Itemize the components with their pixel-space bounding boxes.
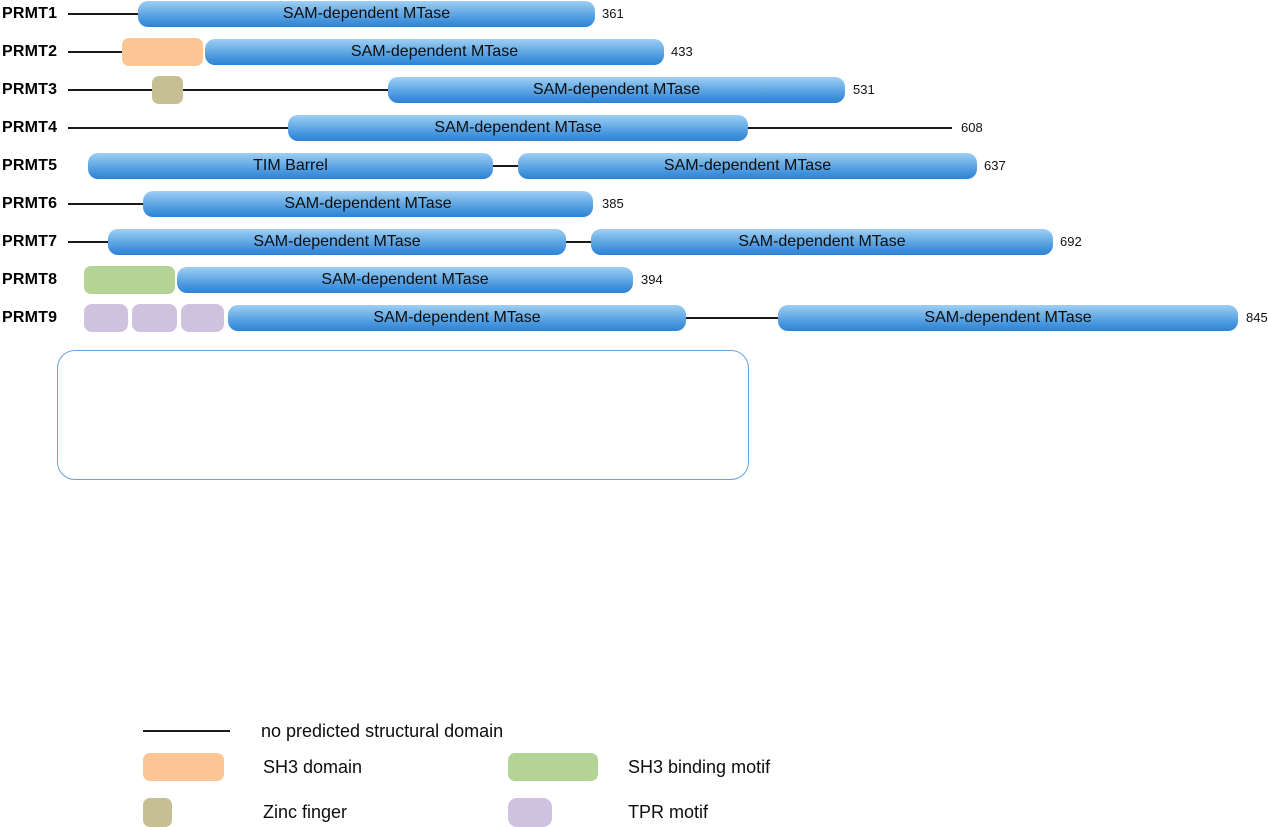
domain-block-zinc — [152, 76, 183, 104]
protein-length-label: 845 — [1246, 310, 1268, 325]
protein-row-prmt5: PRMT5 TIM Barrel SAM-dependent MTase 637 — [0, 152, 1268, 180]
linker-line — [68, 13, 138, 15]
linker-line — [68, 203, 143, 205]
protein-row-prmt2: PRMT2 SAM-dependent MTase 433 — [0, 38, 1268, 66]
protein-name-label: PRMT8 — [2, 271, 58, 288]
domain-bar: SAM-dependent MTase — [143, 191, 593, 217]
protein-row-prmt7: PRMT7 SAM-dependent MTase SAM-dependent MT… — [0, 228, 1268, 256]
legend-line-swatch — [143, 730, 230, 732]
protein-row-prmt4: PRMT4 SAM-dependent MTase 608 — [0, 114, 1268, 142]
legend-sh3-binding-label: SH3 binding motif — [628, 757, 771, 777]
domain-bar: SAM-dependent MTase — [778, 305, 1238, 331]
legend-tpr-motif-label: TPR motif — [628, 802, 709, 822]
protein-name-label: PRMT5 — [2, 157, 58, 174]
protein-length-label: 637 — [984, 158, 1006, 173]
legend-box: no predicted structural domain SH3 domai… — [57, 350, 770, 827]
legend-zinc-finger-swatch — [143, 798, 172, 827]
protein-name-label: PRMT4 — [2, 119, 58, 136]
domain-bar: SAM-dependent MTase — [205, 39, 664, 65]
protein-length-label: 531 — [853, 82, 875, 97]
domain-bar: SAM-dependent MTase — [108, 229, 566, 255]
protein-row-prmt9: PRMT9 SAM-dependent MTase SAM-dependent MT… — [0, 304, 1268, 332]
legend-tpr-motif-swatch — [508, 798, 552, 827]
domain-block-tpr — [181, 304, 224, 332]
linker-line — [493, 165, 518, 167]
domain-bar: SAM-dependent MTase — [388, 77, 845, 103]
linker-line — [566, 241, 591, 243]
linker-line — [68, 89, 152, 91]
linker-line — [686, 317, 778, 319]
domain-bar: SAM-dependent MTase — [228, 305, 686, 331]
legend-sh3-swatch — [143, 753, 224, 781]
domain-block-sh3 — [122, 38, 203, 66]
domain-bar: SAM-dependent MTase — [177, 267, 633, 293]
protein-name-label: PRMT2 — [2, 43, 58, 60]
domain-bar: SAM-dependent MTase — [138, 1, 595, 27]
protein-row-prmt8: PRMT8 SAM-dependent MTase 394 — [0, 266, 1268, 294]
linker-line — [68, 51, 122, 53]
protein-row-prmt3: PRMT3 SAM-dependent MTase 531 — [0, 76, 1268, 104]
domain-block-tpr — [84, 304, 128, 332]
protein-name-label: PRMT3 — [2, 81, 58, 98]
protein-name-label: PRMT1 — [2, 5, 58, 22]
linker-line — [68, 241, 108, 243]
protein-name-label: PRMT9 — [2, 309, 58, 326]
legend-sh3-binding-swatch — [508, 753, 598, 781]
protein-row-prmt6: PRMT6 SAM-dependent MTase 385 — [0, 190, 1268, 218]
legend-sh3-label: SH3 domain — [263, 757, 363, 777]
legend-zinc-finger-label: Zinc finger — [263, 802, 348, 822]
protein-length-label: 433 — [671, 44, 693, 59]
domain-block-sh3-binding — [84, 266, 175, 294]
protein-length-label: 394 — [641, 272, 663, 287]
domain-block-tpr — [132, 304, 177, 332]
protein-length-label: 692 — [1060, 234, 1082, 249]
domain-bar: TIM Barrel — [88, 153, 493, 179]
protein-name-label: PRMT6 — [2, 195, 58, 212]
protein-length-label: 608 — [961, 120, 983, 135]
domain-bar: SAM-dependent MTase — [591, 229, 1053, 255]
legend-no-domain-label: no predicted structural domain — [261, 721, 504, 741]
protein-name-label: PRMT7 — [2, 233, 58, 250]
protein-row-prmt1: PRMT1 SAM-dependent MTase 361 — [0, 0, 1268, 28]
protein-length-label: 361 — [602, 6, 624, 21]
linker-line — [183, 89, 388, 91]
domain-bar: SAM-dependent MTase — [518, 153, 977, 179]
linker-line — [68, 127, 288, 129]
domain-bar: SAM-dependent MTase — [288, 115, 748, 141]
protein-length-label: 385 — [602, 196, 624, 211]
linker-line — [748, 127, 952, 129]
